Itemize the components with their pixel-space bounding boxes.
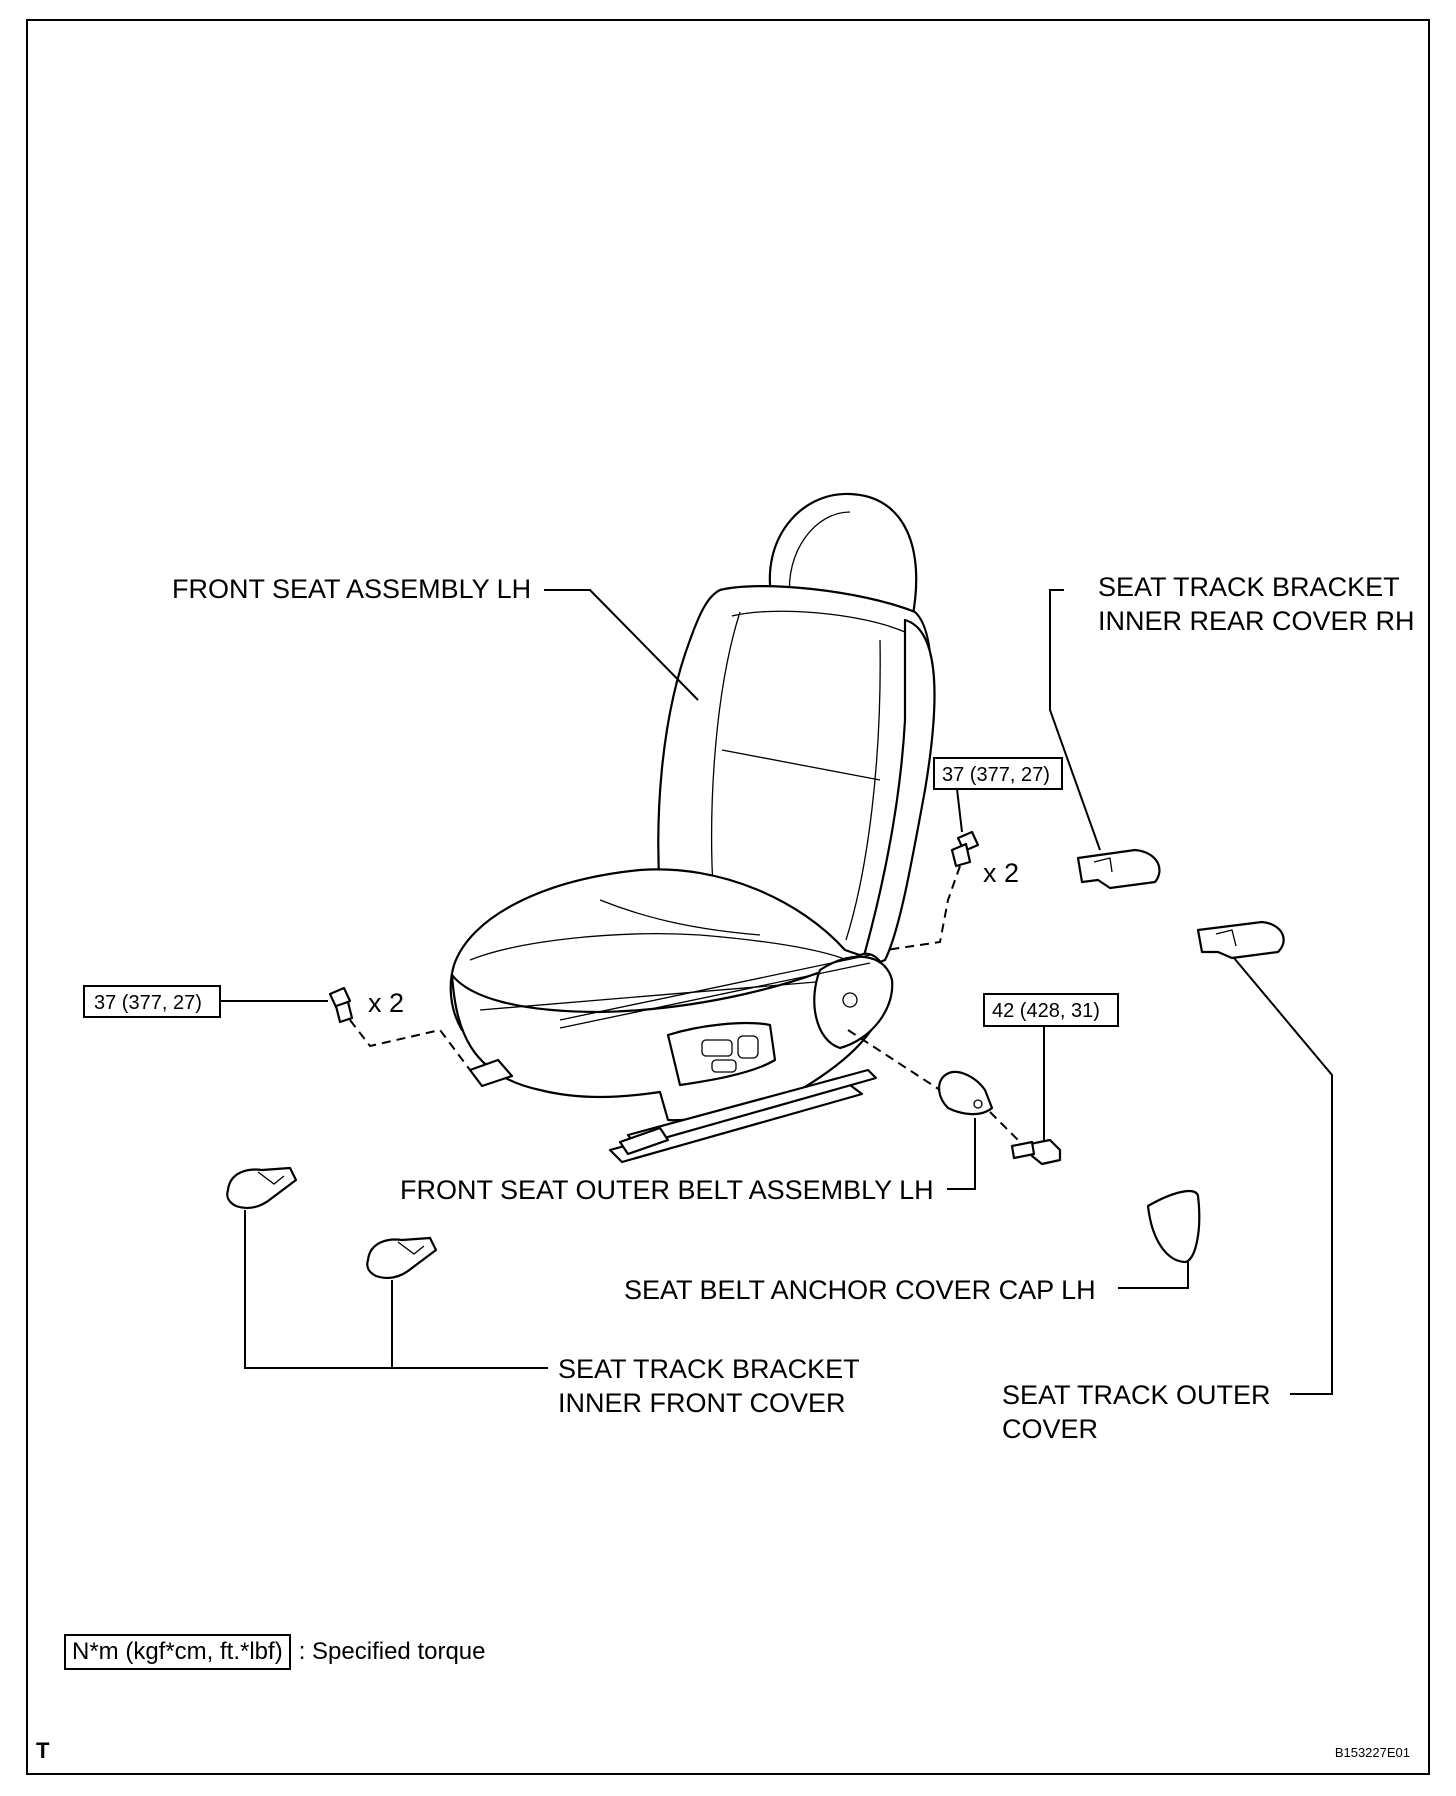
torque-legend: N*m (kgf*cm, ft.*lbf) : Specified torque	[64, 1634, 486, 1670]
label-anchor-cover-cap: SEAT BELT ANCHOR COVER CAP LH	[624, 1275, 1096, 1305]
figure-code: B153227E01	[1334, 1745, 1410, 1760]
front-seat-illustration	[449, 492, 994, 1164]
label-front-seat-assembly: FRONT SEAT ASSEMBLY LH	[172, 574, 531, 604]
bolt-rear	[950, 830, 980, 868]
inner-front-cover-2	[366, 1236, 438, 1279]
torque-box-belt	[983, 993, 1119, 1027]
torque-box-rear	[933, 757, 1063, 790]
torque-front-bolts: 37 (377, 27)	[94, 992, 202, 1014]
inner-front-cover-1	[226, 1166, 298, 1209]
torque-belt-bolt: 42 (428, 31)	[992, 1000, 1100, 1022]
torque-rear-bolts: 37 (377, 27)	[942, 764, 1050, 786]
label-inner-rear-cover-line2: INNER REAR COVER RH	[1098, 606, 1415, 636]
label-outer-belt-assembly: FRONT SEAT OUTER BELT ASSEMBLY LH	[400, 1175, 934, 1205]
legend-description: : Specified torque	[298, 1638, 486, 1665]
label-outer-cover-line2: COVER	[1002, 1414, 1098, 1444]
bolt-front	[328, 986, 354, 1024]
legend-unit-box: N*m (kgf*cm, ft.*lbf)	[64, 1634, 291, 1670]
seat-track-outer-cover	[1196, 920, 1285, 960]
corner-mark: T	[36, 1738, 50, 1763]
torque-box-front	[83, 985, 221, 1018]
label-outer-cover-line1: SEAT TRACK OUTER	[1002, 1380, 1271, 1410]
diagram-frame	[26, 19, 1430, 1775]
inner-rear-cover-rh	[1076, 848, 1161, 890]
qty-rear-bolts: x 2	[983, 858, 1019, 888]
label-inner-front-cover-line1: SEAT TRACK BRACKET	[558, 1354, 860, 1384]
bolt-belt	[1010, 1138, 1062, 1166]
qty-front-bolts: x 2	[368, 988, 404, 1018]
label-inner-front-cover-line2: INNER FRONT COVER	[558, 1388, 846, 1418]
leader-lines	[220, 589, 1333, 1395]
anchor-cover-cap	[1146, 1189, 1201, 1264]
label-inner-rear-cover-line1: SEAT TRACK BRACKET	[1098, 572, 1400, 602]
